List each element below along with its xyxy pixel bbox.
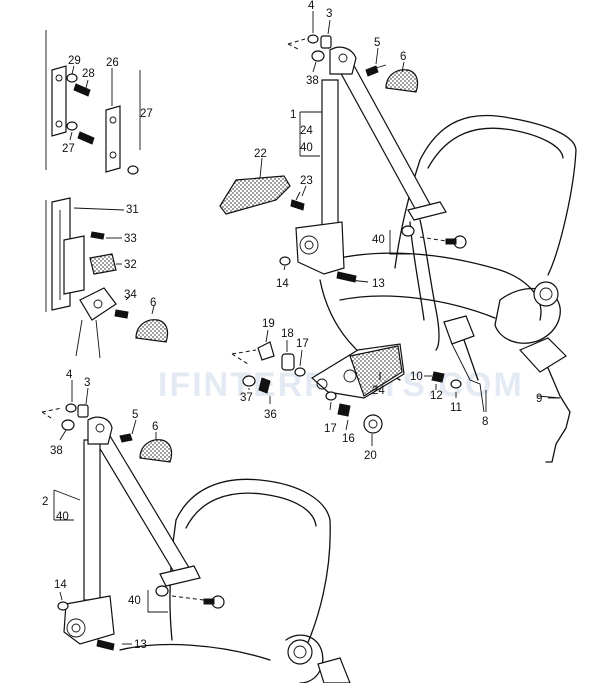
callout-9: 9 [536, 393, 542, 405]
callout-22: 22 [254, 148, 267, 160]
callout-4: 4 [66, 369, 73, 381]
callout-29: 29 [68, 55, 81, 67]
callout-18: 18 [281, 328, 294, 340]
leader-lines [53, 11, 560, 645]
callout-31: 31 [126, 204, 139, 216]
callout-27: 27 [140, 108, 153, 120]
callout-36: 36 [264, 409, 277, 421]
callout-24: 24 [300, 125, 313, 137]
callout-6: 6 [400, 51, 406, 63]
callout-13: 13 [372, 278, 385, 290]
callout-12: 12 [430, 390, 443, 402]
callout-19: 19 [262, 318, 275, 330]
callout-10: 10 [410, 371, 423, 383]
callout-14: 14 [54, 579, 67, 591]
callout-6: 6 [150, 297, 156, 309]
top-anchor-hardware [287, 34, 419, 93]
callout-40: 40 [300, 142, 313, 154]
belt-guide-22 [219, 175, 291, 215]
seat-belt-assembly-top [295, 46, 447, 351]
callout-26: 26 [106, 57, 119, 69]
callout-27: 27 [62, 143, 75, 155]
callout-13: 13 [134, 639, 147, 651]
callout-32: 32 [124, 259, 137, 271]
center-hardware-group [231, 341, 405, 434]
callout-40: 40 [372, 234, 385, 246]
seat-belt-assembly-bottom [63, 416, 201, 645]
callout-17: 17 [324, 423, 337, 435]
cover-cap-20 [363, 414, 383, 434]
callout-3: 3 [326, 8, 332, 20]
front-seat-outline-top [319, 114, 577, 381]
callout-16: 16 [342, 433, 355, 445]
callout-5: 5 [374, 37, 380, 49]
buckle-assembly [431, 315, 571, 463]
retractor-mount-group [45, 197, 169, 359]
callout-8: 8 [482, 416, 488, 428]
callout-6: 6 [152, 421, 158, 433]
callout-33: 33 [124, 233, 137, 245]
bottom-anchor-hardware [41, 403, 225, 651]
callout-34: 34 [124, 289, 137, 301]
callout-40: 40 [56, 511, 69, 523]
callout-5: 5 [132, 409, 138, 421]
hardware-40-top [279, 225, 467, 283]
recliner-knob-bottom [287, 639, 313, 665]
screw-23 [290, 199, 305, 211]
callout-labels: 4 3 38 5 6 1 24 40 22 23 40 14 13 29 28 … [42, 0, 542, 651]
callout-14: 14 [276, 278, 289, 290]
callout-24: 24 [372, 385, 385, 397]
callout-3: 3 [84, 377, 90, 389]
callout-23: 23 [300, 175, 313, 187]
callout-11: 11 [450, 402, 462, 414]
callout-38: 38 [306, 75, 319, 87]
callout-38: 38 [50, 445, 63, 457]
callout-37: 37 [240, 392, 253, 404]
callout-1: 1 [290, 109, 296, 121]
callout-28: 28 [82, 68, 95, 80]
pillar-bracket-group [45, 30, 141, 175]
callout-4: 4 [308, 0, 315, 12]
callout-40: 40 [128, 595, 141, 607]
callout-20: 20 [364, 450, 377, 462]
callout-17: 17 [296, 338, 309, 350]
callout-2: 2 [42, 496, 48, 508]
recliner-knob-top [533, 281, 559, 307]
